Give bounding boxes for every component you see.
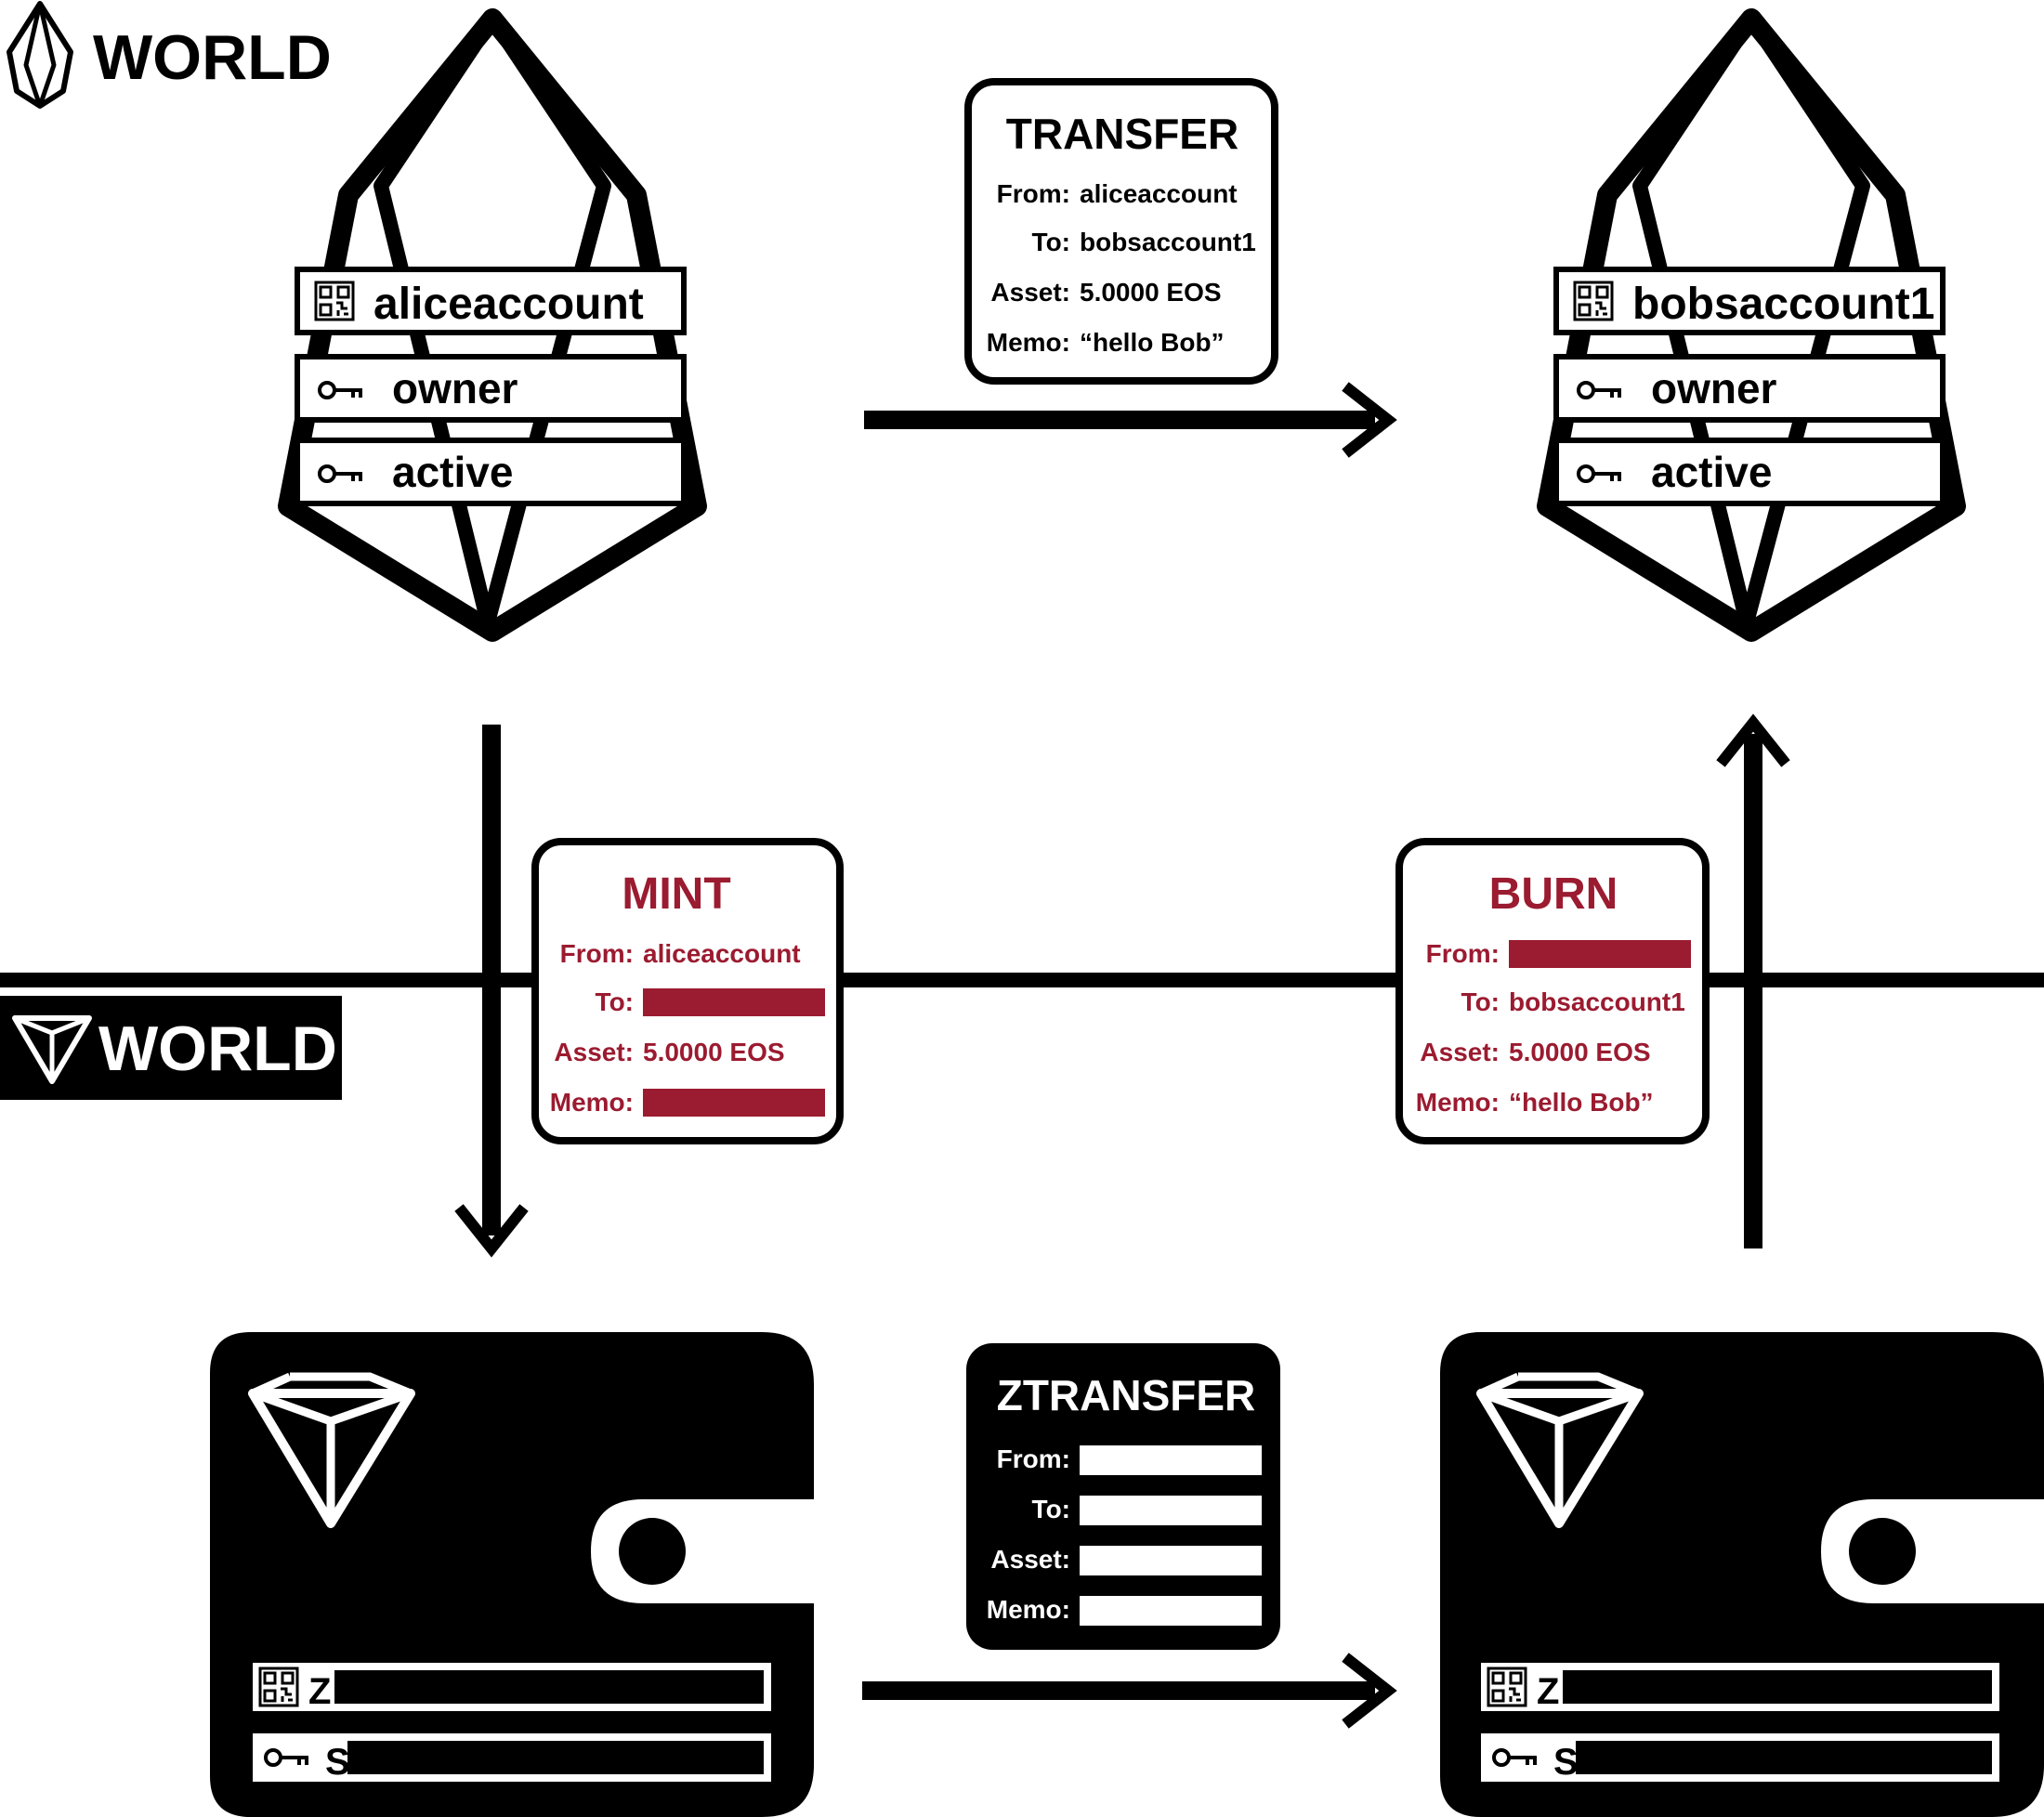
right-z-label: Z [1537,1671,1559,1712]
transfer-to-value: bobsaccount1 [1080,228,1256,256]
ztransfer-to-label: To: [1032,1495,1070,1523]
transfer-to-label: To: [1032,228,1070,256]
bob-active-label: active [1651,448,1772,496]
ztransfer-asset-field [1080,1546,1262,1575]
ztransfer-memo-label: Memo: [987,1595,1070,1624]
bob-eos-account: bobsaccount1 owner active [1537,8,1966,642]
transfer-title: TRANSFER [1006,110,1238,158]
mint-memo-redacted [643,1089,825,1117]
ztransfer-from-field [1080,1445,1262,1475]
alice-eos-account: aliceaccount owner active [278,8,707,642]
transfer-arrow [864,382,1397,458]
zero-world-logo: WORLD [0,996,342,1100]
ztransfer-arrow [862,1653,1397,1729]
wallet-clasp-icon [1849,1518,1916,1585]
mint-to-label: To: [596,987,634,1016]
eos-icon [7,1,73,109]
ztransfer-asset-label: Asset: [990,1545,1070,1574]
right-s-label: S [1553,1742,1579,1783]
burn-asset-value: 5.0000 EOS [1509,1038,1651,1066]
burn-arrow [1716,713,1790,1248]
transfer-asset-value: 5.0000 EOS [1080,278,1222,307]
qr-icon [1573,281,1614,321]
transfer-asset-label: Asset: [990,278,1070,307]
gem-icon [1476,1372,1644,1528]
alice-shielded-wallet: Z S [210,1332,814,1817]
eos-world-label: WORLD [93,22,332,93]
account-name-bar [1553,267,1946,335]
ztransfer-card: ZTRANSFER From: To: Asset: Memo: [966,1343,1280,1650]
qr-icon [1487,1667,1527,1707]
burn-memo-label: Memo: [1416,1088,1500,1117]
ztransfer-from-label: From: [997,1444,1070,1473]
transfer-from-value: aliceaccount [1080,179,1238,208]
ztransfer-title: ZTRANSFER [997,1371,1256,1419]
account-name-bar [295,267,687,335]
burn-from-label: From: [1426,939,1500,968]
s-key-redacted [1576,1741,1992,1774]
transfer-memo-value: “hello Bob” [1080,328,1225,357]
mint-arrow [454,725,529,1258]
alice-owner-label: owner [392,364,518,412]
burn-memo-value: “hello Bob” [1509,1088,1654,1117]
eos-world-logo: WORLD [7,1,332,109]
mint-asset-label: Asset: [554,1038,634,1066]
mint-from-value: aliceaccount [643,939,801,968]
burn-to-label: To: [1461,987,1500,1016]
s-key-redacted [347,1741,764,1774]
qr-icon [314,281,355,321]
alice-active-label: active [392,448,513,496]
z-address-redacted [1563,1670,1992,1704]
bob-account-name: bobsaccount1 [1632,280,1934,329]
mint-to-redacted [643,988,825,1016]
left-s-label: S [325,1742,350,1783]
gem-icon [12,1015,92,1084]
alice-account-name: aliceaccount [373,280,644,329]
mint-memo-label: Memo: [550,1088,634,1117]
ztransfer-to-field [1080,1496,1262,1525]
ztransfer-memo-field [1080,1596,1262,1626]
burn-from-redacted [1509,940,1691,968]
burn-asset-label: Asset: [1420,1038,1500,1066]
transfer-from-label: From: [997,179,1070,208]
bob-owner-label: owner [1651,364,1777,412]
qr-icon [258,1667,299,1707]
bob-shielded-wallet: Z S [1440,1332,2044,1817]
transfer-memo-label: Memo: [987,328,1070,357]
gem-icon [248,1372,415,1528]
mint-title: MINT [622,869,730,919]
burn-to-value: bobsaccount1 [1509,987,1685,1016]
mint-asset-value: 5.0000 EOS [643,1038,785,1066]
z-address-redacted [334,1670,764,1704]
wallet-clasp-icon [619,1518,686,1585]
burn-title: BURN [1489,869,1618,919]
transfer-card: TRANSFER From: aliceaccount To: bobsacco… [964,78,1278,385]
burn-card: BURN From: To: bobsaccount1 Asset: 5.000… [1395,838,1710,1144]
zero-world-label: WORLD [98,1013,337,1084]
left-z-label: Z [308,1671,331,1712]
mint-from-label: From: [560,939,634,968]
mint-card: MINT From: aliceaccount To: Asset: 5.000… [531,838,844,1144]
